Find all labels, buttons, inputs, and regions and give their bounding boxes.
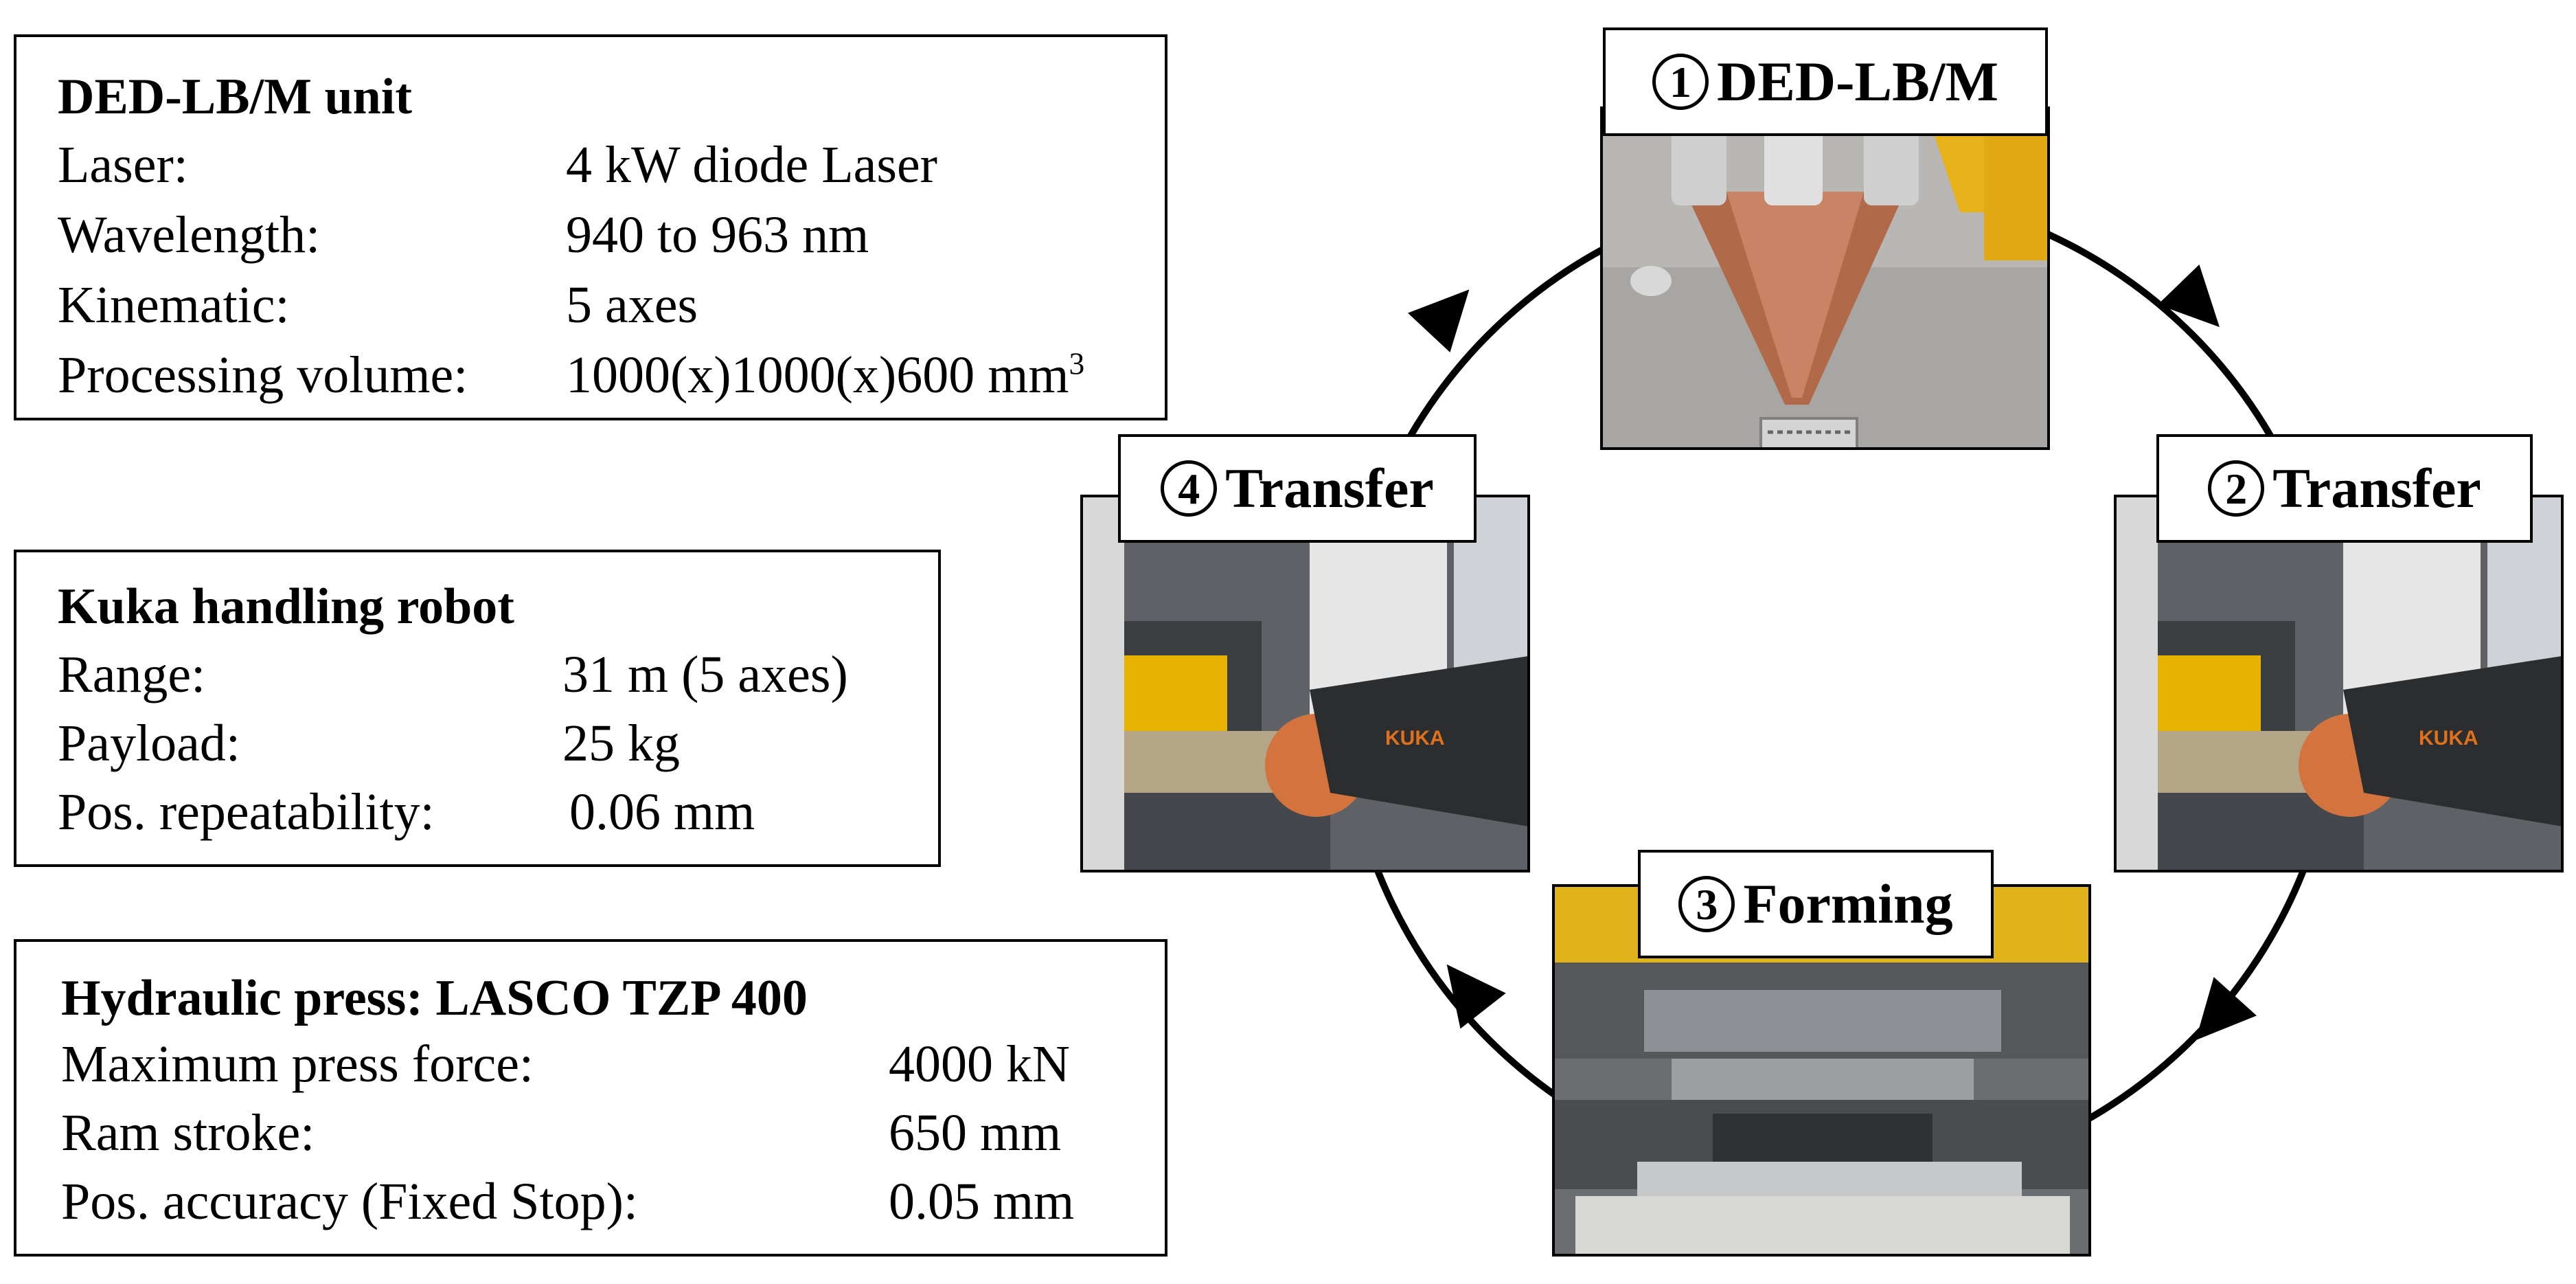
stage-title: Transfer [2272,460,2481,517]
kuka-robot-illustration: KUKA [2117,497,2564,872]
transfer-robot-photo-left: KUKA [1080,495,1530,872]
arrow-head-top-left [1408,270,1490,352]
stage-number-badge: 4 [1161,460,1217,517]
kuka-robot-illustration: KUKA [1083,497,1530,872]
arrow-head-top-right [2158,264,2240,347]
stage-3-label: 3 Forming [1638,850,1994,958]
stage-number-badge: 2 [2208,460,2264,517]
arrow-head-bottom-left [1424,947,1506,1028]
robot-brand-text: KUKA [1385,727,1445,750]
stage-2-label: 2 Transfer [2156,434,2533,543]
ded-nozzle-photo [1600,106,2050,450]
stage-number-badge: 3 [1678,876,1735,932]
stage-title: Forming [1743,876,1952,932]
stage-4-label: 4 Transfer [1118,434,1477,543]
stage-title: DED-LB/M [1717,54,1998,110]
robot-brand-text: KUKA [2419,727,2478,750]
stage-number-badge: 1 [1652,54,1709,110]
ded-nozzle-illustration [1603,109,2050,450]
transfer-robot-photo-right: KUKA [2114,495,2564,872]
stage-1-label: 1 DED-LB/M [1603,27,2048,136]
stage-title: Transfer [1225,460,1434,517]
